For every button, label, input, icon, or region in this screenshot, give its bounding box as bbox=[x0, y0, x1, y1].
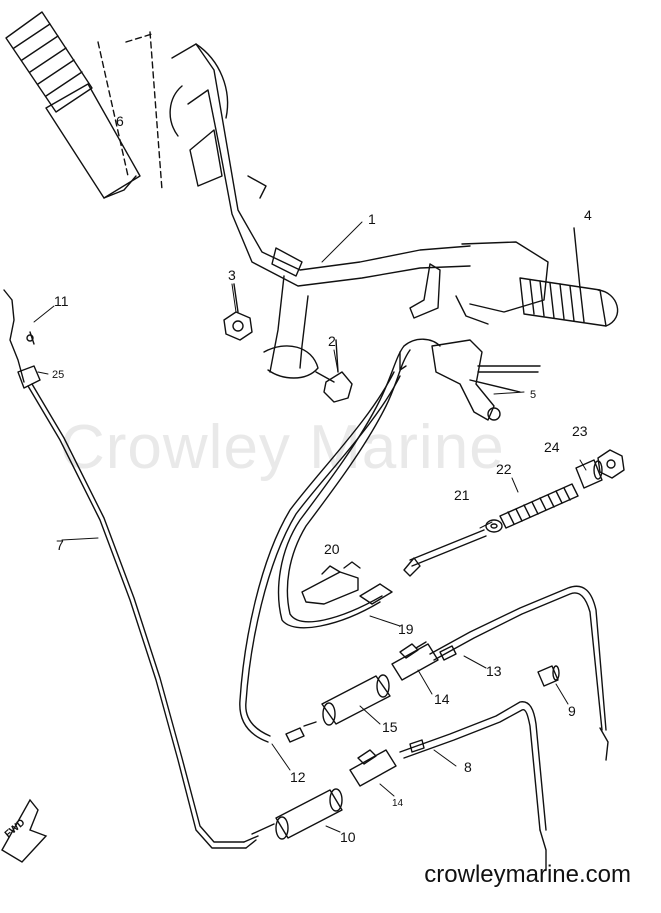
sleeve-part-10 bbox=[251, 788, 343, 840]
bracket-part-5 bbox=[431, 339, 541, 421]
nut-part-23 bbox=[597, 449, 625, 479]
part-label-5: 5 bbox=[530, 389, 536, 401]
part-label-2: 2 bbox=[328, 333, 336, 349]
part-label-6: 6 bbox=[116, 113, 124, 129]
fwd-arrow-icon: FWD bbox=[1, 798, 48, 863]
part-label-20: 20 bbox=[324, 541, 340, 557]
handlebar-part-1 bbox=[169, 43, 549, 379]
part-label-13: 13 bbox=[486, 663, 502, 679]
part-label-1: 1 bbox=[368, 211, 376, 227]
sleeve-part-15 bbox=[321, 674, 391, 726]
watermark: Crowley Marine bbox=[60, 413, 505, 482]
throttle-cable-assembly bbox=[277, 338, 441, 629]
throttle-grip-part-4 bbox=[519, 227, 619, 327]
part-labels: 1 2 3 4 5 6 7 8 9 10 11 12 13 14 14 15 1… bbox=[52, 113, 592, 845]
part-label-10: 10 bbox=[340, 829, 356, 845]
part-label-21: 21 bbox=[454, 487, 470, 503]
left-grip-part-6 bbox=[5, 11, 163, 199]
part-label-3: 3 bbox=[228, 267, 236, 283]
cable-part-7 bbox=[3, 289, 259, 849]
collar-part-24 bbox=[575, 459, 603, 489]
holder-part-14-lower bbox=[349, 749, 397, 787]
part-label-12: 12 bbox=[290, 769, 306, 785]
footer-url[interactable]: crowleymarine.com bbox=[424, 861, 631, 888]
collar-part-9 bbox=[537, 665, 560, 687]
part-label-22: 22 bbox=[496, 461, 512, 477]
spring-part-22 bbox=[499, 483, 579, 529]
part-label-9: 9 bbox=[568, 703, 576, 719]
cable-part-13 bbox=[429, 585, 609, 761]
part-label-23: 23 bbox=[572, 423, 588, 439]
adjuster-rod bbox=[359, 529, 487, 605]
part-label-14-upper: 14 bbox=[434, 691, 450, 707]
leader-lines bbox=[33, 221, 587, 833]
part-label-8: 8 bbox=[464, 759, 472, 775]
part-label-19: 19 bbox=[398, 621, 414, 637]
part-label-25: 25 bbox=[52, 369, 64, 381]
washer-part-21 bbox=[485, 519, 503, 533]
cable-part-12 bbox=[239, 371, 401, 743]
part-label-24: 24 bbox=[544, 439, 560, 455]
cable-part-8 bbox=[399, 701, 547, 871]
part-label-11: 11 bbox=[54, 293, 69, 309]
bolt-part-2 bbox=[315, 339, 353, 403]
part-label-15: 15 bbox=[382, 719, 398, 735]
part-label-7: 7 bbox=[56, 537, 64, 553]
nut-part-3 bbox=[223, 283, 253, 341]
part-label-4: 4 bbox=[584, 207, 592, 223]
part-label-14-lower: 14 bbox=[392, 798, 404, 809]
holder-part-20 bbox=[301, 561, 361, 605]
holder-part-14-upper bbox=[391, 641, 439, 681]
